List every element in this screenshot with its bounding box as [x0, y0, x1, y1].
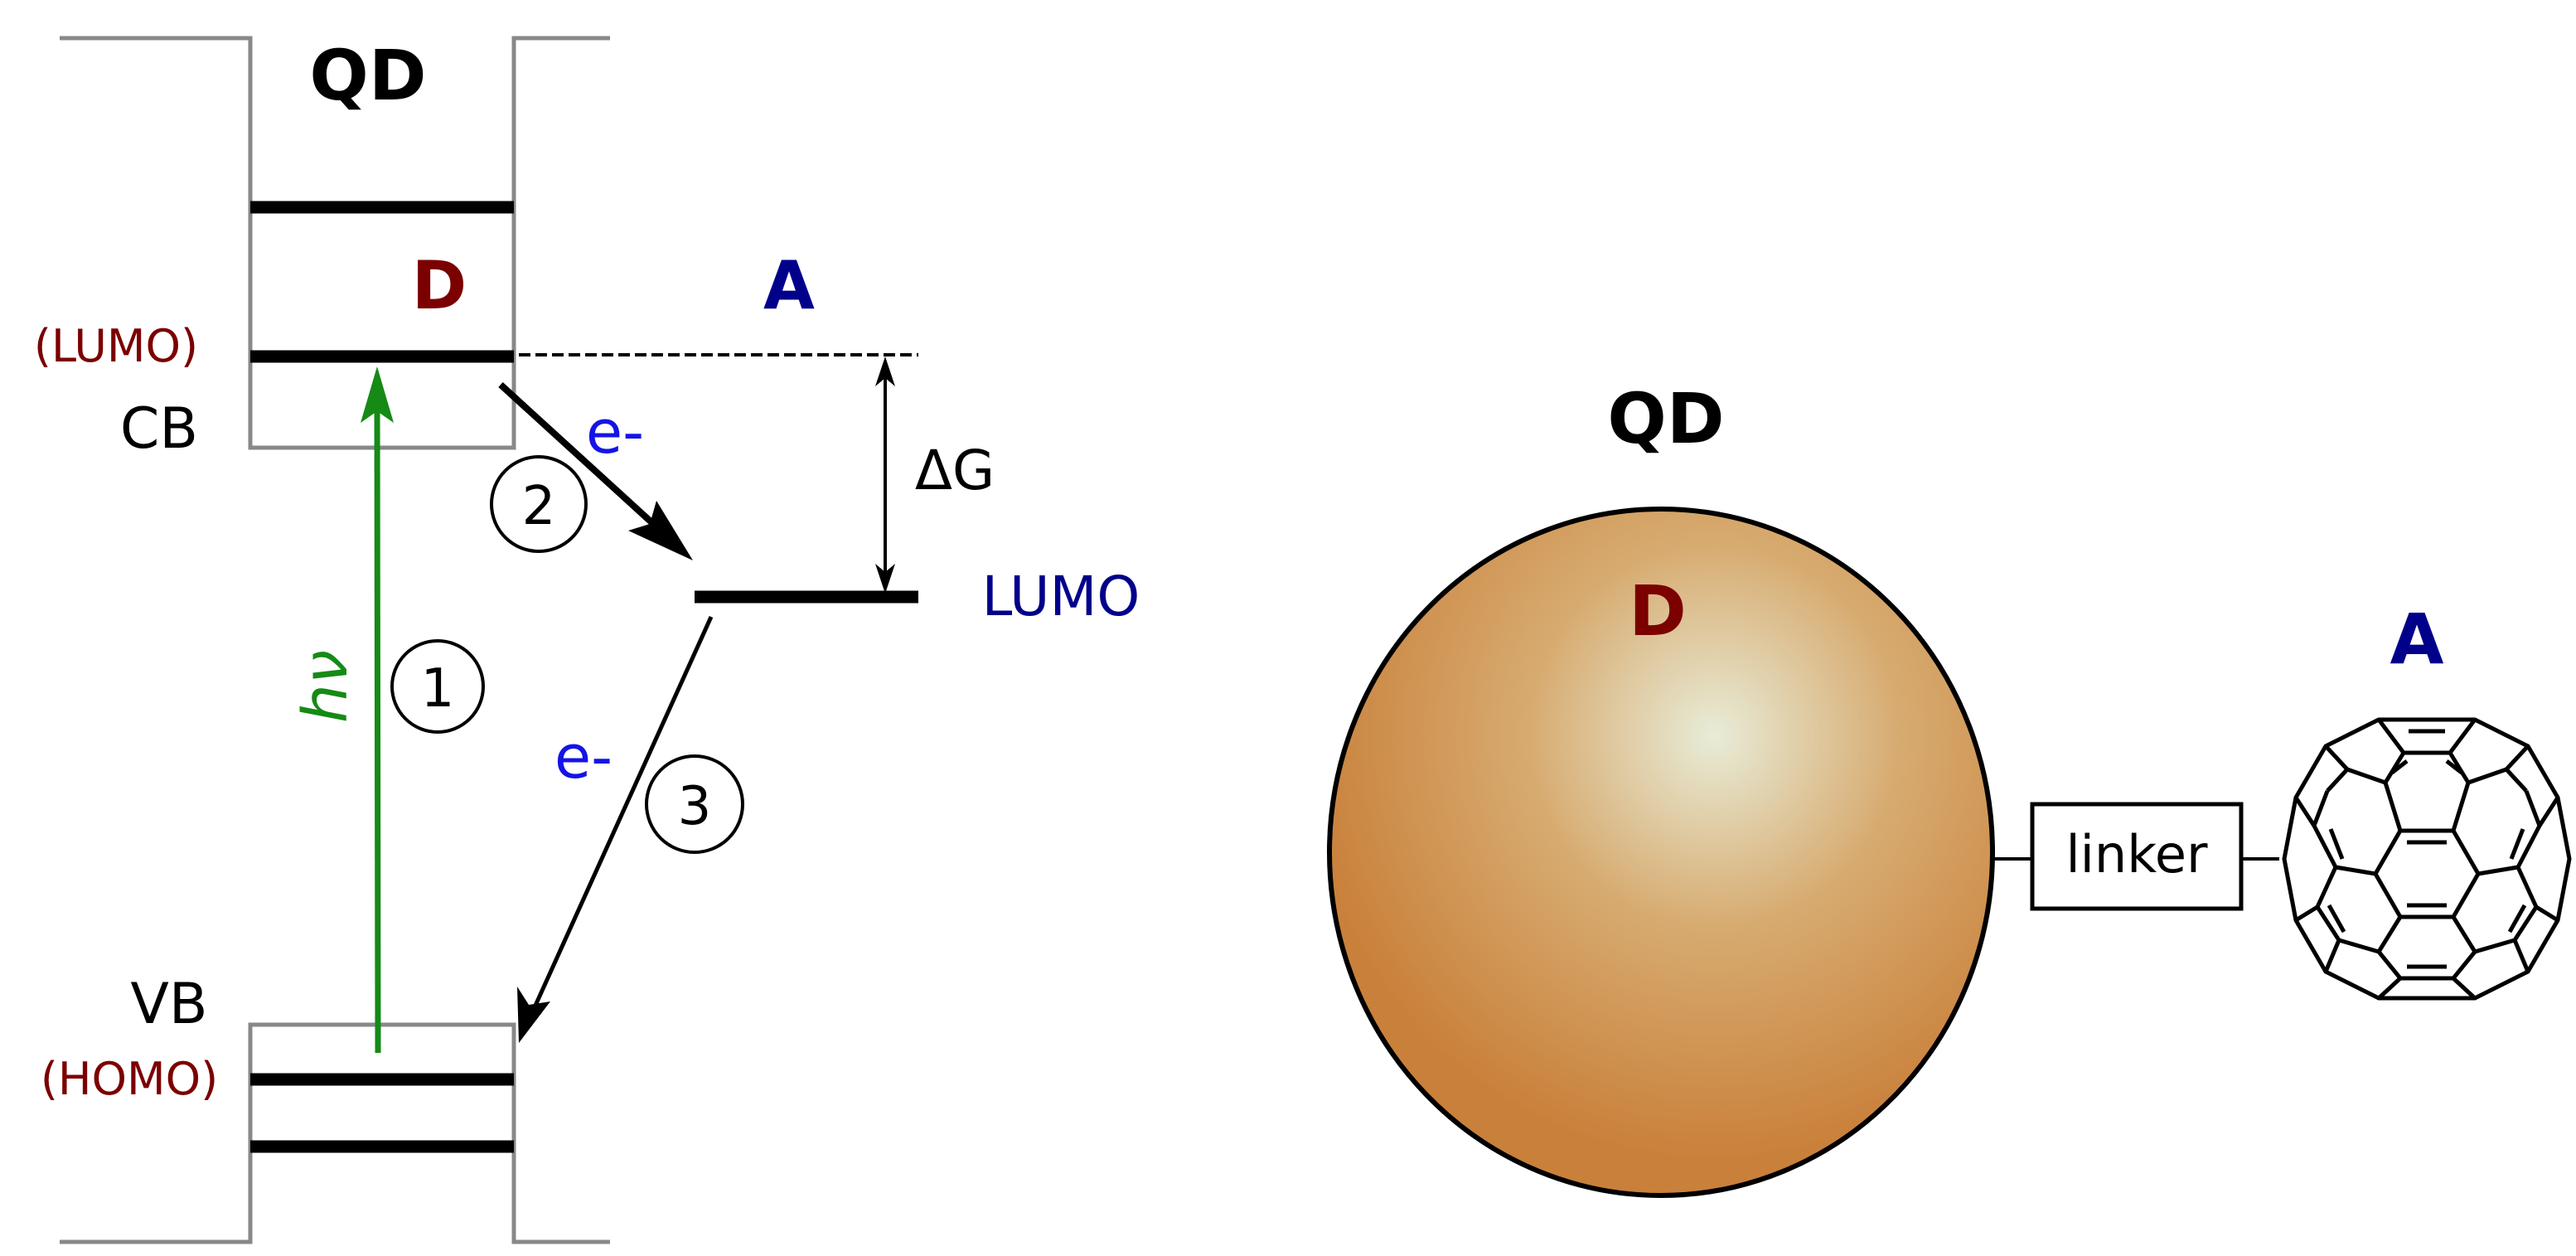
- step-2-number: 2: [522, 476, 556, 537]
- quantum-dot-sphere: [1327, 507, 1995, 1198]
- photon-excitation-arrow: [361, 366, 394, 1054]
- step-3-number: 3: [678, 776, 712, 837]
- lower-well-walls: [60, 1022, 610, 1244]
- structure-qd-title: QD: [1607, 378, 1724, 459]
- linker-label: linker: [2065, 824, 2208, 885]
- step-marker-2: 2: [490, 455, 588, 553]
- step-marker-1: 1: [390, 639, 485, 734]
- electron-transfer-arrow-3: [517, 615, 714, 1043]
- vb-label: VB: [130, 972, 207, 1037]
- cb-label: CB: [120, 396, 198, 462]
- fullerene-outline: [2282, 717, 2572, 1001]
- photon-energy-label: hν: [290, 650, 361, 723]
- structure-diagram: QD D linker A: [1327, 378, 2572, 1198]
- acceptor-lumo-label: LUMO: [982, 565, 1140, 628]
- vb-homo-label: (HOMO): [41, 1053, 218, 1105]
- structure-acceptor-label: A: [2390, 599, 2443, 680]
- delta-g-arrow: [875, 356, 895, 594]
- energy-donor-label: D: [412, 247, 467, 324]
- fullerene-acceptor-molecule: [2282, 717, 2572, 1001]
- energy-acceptor-label: A: [763, 247, 815, 324]
- energy-level-diagram: 1 2 3 QD D A (LUMO) CB VB (HOMO) LUMO ΔG…: [34, 35, 1140, 1244]
- upper-well-walls: [60, 36, 610, 450]
- step-1-number: 1: [421, 658, 455, 720]
- structure-donor-label: D: [1629, 570, 1687, 652]
- electron-label-lower: e-: [554, 722, 613, 792]
- electron-transfer-arrow-2: [498, 382, 693, 560]
- delta-g-label: ΔG: [915, 439, 995, 502]
- step-marker-3: 3: [645, 754, 744, 854]
- energy-qd-title: QD: [309, 35, 426, 116]
- linker-box: [2030, 802, 2244, 911]
- cb-lumo-label: (LUMO): [34, 320, 198, 372]
- electron-label-upper: e-: [586, 397, 644, 467]
